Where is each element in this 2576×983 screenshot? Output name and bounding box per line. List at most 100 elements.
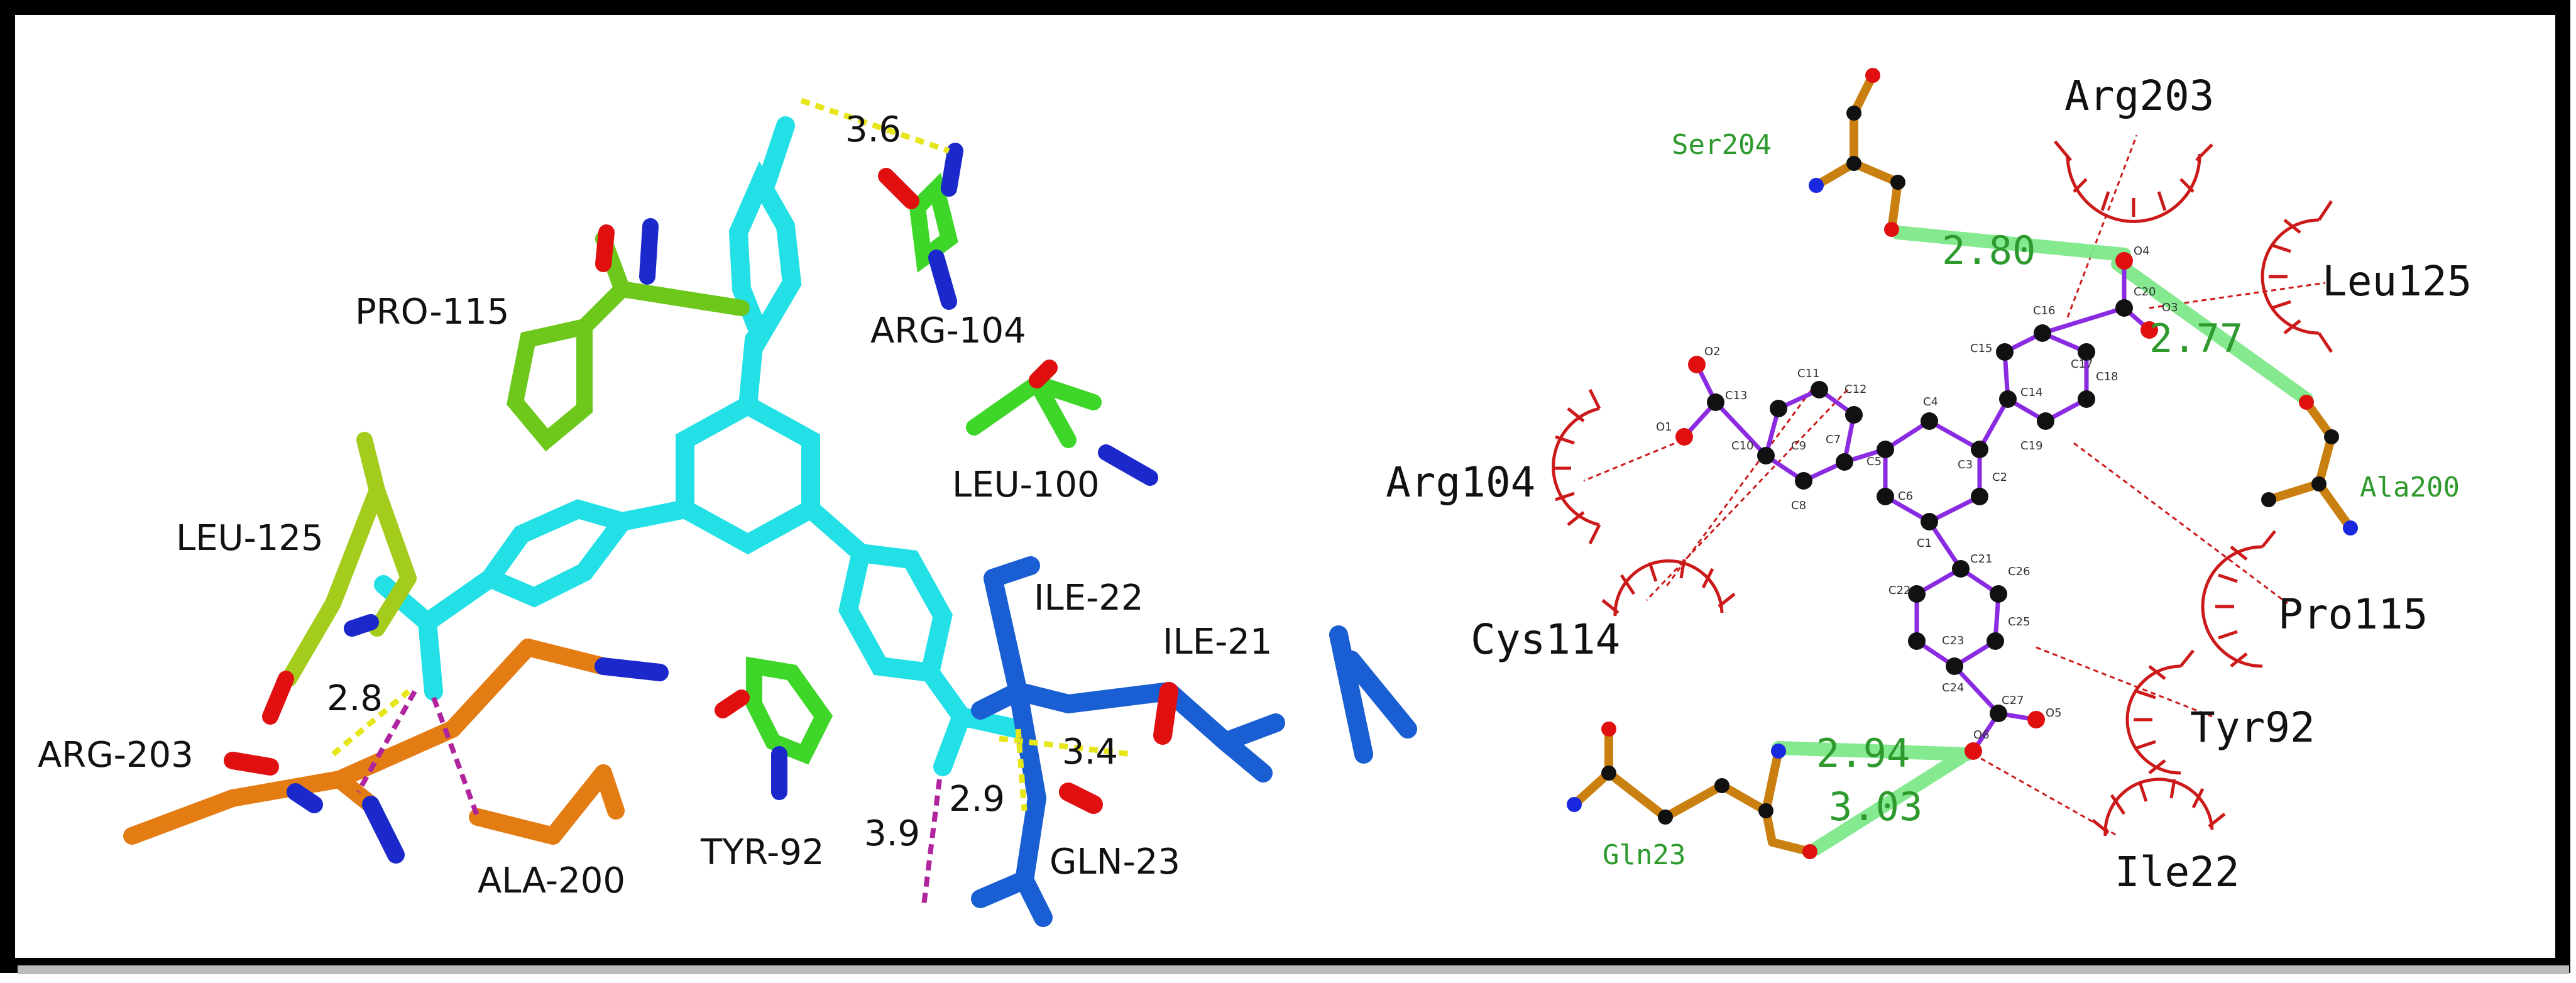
ile21-bond-1: [1059, 682, 1178, 713]
bond-c10-c13: [1714, 400, 1768, 458]
label-gln23: Gln23: [1603, 839, 1685, 871]
atom-label-c1: C1: [1917, 537, 1932, 550]
res-atom-8: [1658, 810, 1673, 825]
atom-c21: [1952, 560, 1970, 578]
ligand-arm-top: [738, 330, 764, 415]
arg203-nitrogen-2: [595, 657, 669, 681]
atom-label-c21: C21: [1970, 552, 1992, 566]
atom-c11: [1811, 381, 1828, 398]
gln23-bond-1: [1009, 682, 1046, 808]
contact-ile22: [1973, 753, 2118, 837]
eyelash-arg203-spikes: [2054, 140, 2213, 217]
atom-label-c18: C18: [2096, 370, 2118, 383]
label-cys114: Cys114: [1471, 615, 1620, 664]
ile21-bond-2: [1159, 682, 1235, 751]
gln23-bond-3: [1604, 769, 1670, 821]
res-atom-3: [1890, 175, 1905, 190]
hbond-2.77-bar: [2111, 257, 2313, 406]
leu125-bond-2: [369, 570, 417, 637]
hbond-3.03-bar: [1809, 750, 1968, 855]
left-3d-panel: PRO-115 ARG-104 LEU-100 LEU-125 ILE-22 I…: [38, 97, 1417, 927]
leu125-bond-4: [325, 482, 385, 612]
arg203-bond-3: [331, 720, 461, 788]
atom-c9: [1757, 447, 1775, 464]
arg203-nitrogen-1: [362, 796, 405, 864]
contact-pro115: [2073, 442, 2288, 605]
ligand-top-acid: [757, 116, 795, 192]
atom-c23: [1908, 632, 1926, 650]
ligand-right-acid-b: [952, 707, 1028, 739]
ser204-bond-5: [1887, 178, 1902, 234]
hbond-label-2.80: 2.80: [1942, 228, 2036, 273]
gln23-bond-2: [1015, 789, 1046, 889]
atom-c2: [1971, 488, 1988, 505]
figure-shadow: [18, 965, 2569, 974]
ligand-atoms-o: [1601, 68, 2314, 859]
eyelash-ile22-arc: [2103, 777, 2214, 837]
label-pro115: Pro115: [2278, 590, 2428, 639]
distance-3.4: 3.4: [1062, 732, 1118, 772]
ligand-central-ring: [676, 394, 820, 555]
ala200-sticks: [469, 764, 625, 845]
ile22-bond-1: [984, 569, 1028, 701]
atom-label-c10: C10: [1731, 439, 1753, 453]
pro115-sticks: [507, 218, 750, 452]
tyr92-sticks: [715, 656, 833, 800]
atom-c12: [1845, 406, 1863, 424]
atom-c27: [1990, 705, 2007, 722]
atom-label-c14: C14: [2020, 386, 2042, 399]
distance-2.9: 2.9: [949, 779, 1005, 820]
arg203-sticks: [123, 639, 669, 864]
pro115-nitrogen: [639, 218, 659, 285]
atom-label-c24: C24: [1942, 681, 1964, 695]
gln23-bond-6: [1762, 747, 1783, 815]
ligand-right-acid-c: [933, 707, 971, 776]
leu125-bond-5: [281, 595, 341, 687]
label-leu125: Leu125: [2322, 257, 2472, 305]
atom-o5: [2027, 711, 2045, 728]
leu125-bond-3: [356, 432, 385, 498]
res-atom-10: [1758, 803, 1773, 818]
atom-c10: [1770, 400, 1787, 417]
tyr92-ring: [746, 656, 833, 765]
atom-label-c7: C7: [1826, 433, 1841, 446]
contact-dashes: [356, 690, 942, 906]
contact-arg104: [1583, 436, 1691, 482]
atom-label-c15: C15: [1970, 342, 1992, 355]
atom-c6: [1877, 488, 1894, 505]
atom-c24: [1946, 657, 1963, 675]
eyelash-pro115-spikes: [2215, 530, 2276, 667]
pro115-oxygen: [595, 224, 615, 272]
label-leu100: LEU-100: [952, 464, 1100, 505]
ligand-left-acid-c: [418, 613, 443, 701]
atom-o1: [1675, 428, 1693, 446]
left-residue-labels: PRO-115 ARG-104 LEU-100 LEU-125 ILE-22 I…: [38, 292, 1273, 901]
atom-label-c11: C11: [1797, 367, 1819, 380]
gln23-bond-4: [1661, 781, 1726, 821]
atom-c26: [1990, 585, 2007, 603]
label-ala200: ALA-200: [478, 860, 625, 901]
atom-label-c6: C6: [1898, 490, 1913, 503]
label-tyr92: Tyr92: [2190, 703, 2315, 752]
contact-cys114-b: [1645, 388, 1849, 601]
atom-c1: [1921, 513, 1938, 530]
arg104-ring: [909, 172, 958, 273]
label-ser204: Ser204: [1672, 129, 1772, 161]
label-arg104: Arg104: [1386, 458, 1535, 507]
eyelash-pro115-arc: [2201, 545, 2263, 668]
res-n-gln-a: [1567, 797, 1582, 812]
atom-label-c17: C17: [2071, 358, 2093, 371]
res-atom-2: [1846, 156, 1861, 171]
atom-label-o6: O6: [1973, 728, 1990, 742]
leu100-bond-1: [966, 375, 1045, 436]
label-arg203: ARG-203: [38, 735, 194, 776]
arg203-nitrogen-3: [287, 783, 323, 813]
res-o-ala: [2299, 395, 2314, 410]
leu100-bond-3: [1029, 375, 1102, 410]
hbond-2.8-line: [331, 689, 410, 757]
eyelash-arcs: [1552, 140, 2333, 837]
leu125-sticks: [262, 432, 417, 725]
label-arg104: ARG-104: [870, 310, 1026, 351]
